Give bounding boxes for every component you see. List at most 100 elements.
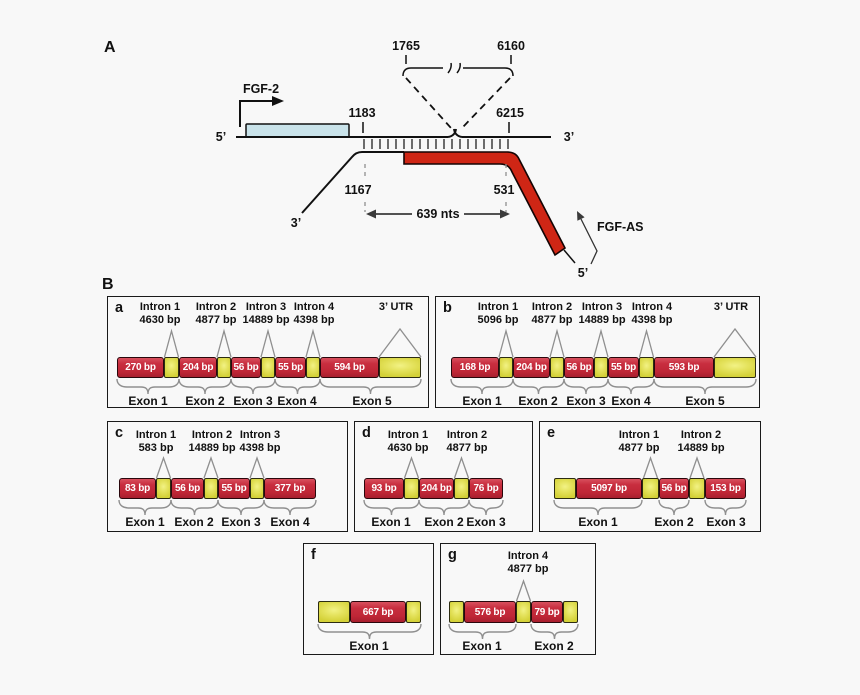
exon-coding-segment: 204 bp: [513, 357, 550, 378]
fgfas-transcription-arrow: [580, 218, 598, 265]
segment-size: 93 bp: [371, 483, 397, 494]
intron-label: Intron 1 5096 bp: [477, 301, 519, 326]
exon-label: Exon 1: [125, 515, 165, 529]
exon-label: Exon 4: [611, 394, 651, 408]
exon-coding-segment: 79 bp: [531, 601, 563, 623]
panel-decorations: [317, 623, 422, 640]
exon-coding-segment: 576 bp: [464, 601, 516, 623]
fgf2-coding-box: [245, 123, 350, 138]
utr-3prime-segment: [714, 357, 756, 378]
panel-decorations: [448, 579, 579, 640]
position-1765: 1765: [392, 39, 420, 53]
exon-utr-segment: [516, 601, 531, 623]
panel-b-label: B: [102, 276, 114, 293]
exon-coding-segment: 55 bp: [275, 357, 306, 378]
intron-label: Intron 4 4398 bp: [631, 301, 673, 326]
intron-label: Intron 4 4877 bp: [507, 550, 549, 575]
exon-utr-segment: [689, 478, 705, 499]
panel-letter: a: [115, 300, 124, 316]
exon-label: Exon 2: [185, 394, 225, 408]
exon-label: Exon 1: [349, 639, 389, 653]
exon-label: Exon 2: [534, 639, 574, 653]
intron-label: Intron 2 14889 bp: [677, 429, 725, 454]
exon-coding-segment: 56 bp: [231, 357, 261, 378]
segment-size: 204 bp: [516, 362, 547, 373]
position-1167: 1167: [344, 183, 371, 197]
position-6160: 6160: [497, 39, 525, 53]
overlap-span-label: 639 nts: [416, 207, 459, 221]
segment-size: 168 bp: [459, 362, 491, 373]
segment-size: 83 bp: [124, 483, 151, 494]
fgf2-label: FGF-2: [243, 82, 279, 96]
exon-coding-segment: 56 bp: [564, 357, 594, 378]
exon-label: Exon 1: [128, 394, 168, 408]
position-6215: 6215: [496, 106, 524, 120]
panel-decorations: [450, 327, 757, 395]
exon-coding-segment: 93 bp: [364, 478, 404, 499]
exon-coding-segment: 594 bp: [320, 357, 379, 378]
exon-utr-segment: [164, 357, 179, 378]
fgf2-promoter-arrow: [239, 100, 274, 127]
position-531: 531: [494, 183, 515, 197]
exon-label: Exon 3: [233, 394, 273, 408]
exon-label: Exon 3: [706, 515, 746, 529]
exon-utr-segment: [318, 601, 350, 623]
exon-label: Exon 5: [685, 394, 725, 408]
exon-label: Exon 2: [174, 515, 214, 529]
exon-utr-segment: [217, 357, 231, 378]
sense-3prime-label: 3’: [564, 130, 574, 144]
intron-label: Intron 3 14889 bp: [578, 301, 626, 326]
segment-size: 56 bp: [661, 483, 687, 494]
position-ticks-mid: [362, 122, 510, 133]
segment-size: 55 bp: [277, 362, 304, 373]
intron-label: Intron 2 14889 bp: [188, 429, 236, 454]
antisense-3prime-label: 3’: [291, 216, 301, 230]
intron-label: Intron 4 4398 bp: [293, 301, 335, 326]
isoform-panel-b: b Intron 1 5096 bp Intron 2 4877 bp Intr…: [435, 296, 760, 408]
exon-utr-segment: [554, 478, 576, 499]
exon-label: Exon 3: [466, 515, 506, 529]
exon-utr-segment: [454, 478, 469, 499]
exon-label: Exon 2: [424, 515, 464, 529]
segment-size: 79 bp: [534, 606, 560, 618]
exon-utr-segment: [550, 357, 564, 378]
exon-label: Exon 4: [277, 394, 317, 408]
exon-coding-segment: 56 bp: [171, 478, 204, 499]
isoform-panel-e: e Intron 1 4877 bp Intron 2 14889 bp 509…: [539, 421, 761, 532]
fgfas-arrowhead: [577, 211, 585, 221]
antisense-5prime-tail: [563, 249, 576, 264]
intron-label: Intron 3 4398 bp: [239, 429, 281, 454]
fgfas-label: FGF-AS: [597, 220, 644, 234]
segment-size: 56 bp: [174, 483, 201, 494]
intron-label: Intron 1 4630 bp: [139, 301, 181, 326]
exon-utr-segment: [639, 357, 654, 378]
panel-letter: e: [547, 425, 556, 441]
segment-size: 55 bp: [610, 362, 637, 373]
panel-a: A 1765 6160 FGF-2 1183 6215 5’ 3’ 3’ 5’ …: [104, 39, 644, 280]
segment-size: 56 bp: [233, 362, 259, 373]
exon-label: Exon 4: [270, 515, 310, 529]
segment-size: 5097 bp: [591, 483, 627, 494]
intron-label: Intron 1 4630 bp: [387, 429, 429, 454]
panel-letter: g: [448, 547, 457, 563]
exon-coding-segment: 377 bp: [264, 478, 316, 499]
isoform-panel-d: d Intron 1 4630 bp Intron 2 4877 bp 93 b…: [354, 421, 533, 532]
exon-coding-segment: 168 bp: [451, 357, 499, 378]
fgfas-coding-bar: [403, 151, 567, 257]
exon-utr-segment: [204, 478, 218, 499]
exon-coding-segment: 593 bp: [654, 357, 714, 378]
exon-utr-segment: [642, 478, 659, 499]
exon-utr-segment: [404, 478, 419, 499]
exon-label: Exon 1: [371, 515, 411, 529]
exon-label: Exon 3: [221, 515, 261, 529]
intron-loop-bracket: [402, 62, 514, 77]
position-ticks-top: [405, 55, 512, 64]
exon-coding-segment: 55 bp: [218, 478, 250, 499]
exon-label: Exon 5: [352, 394, 392, 408]
antisense-strand-line: [301, 151, 404, 214]
exon-utr-segment: [449, 601, 464, 623]
intron-label: Intron 2 4877 bp: [446, 429, 488, 454]
utr-3prime-segment: [379, 357, 421, 378]
hybridization-ticks: [363, 139, 509, 149]
